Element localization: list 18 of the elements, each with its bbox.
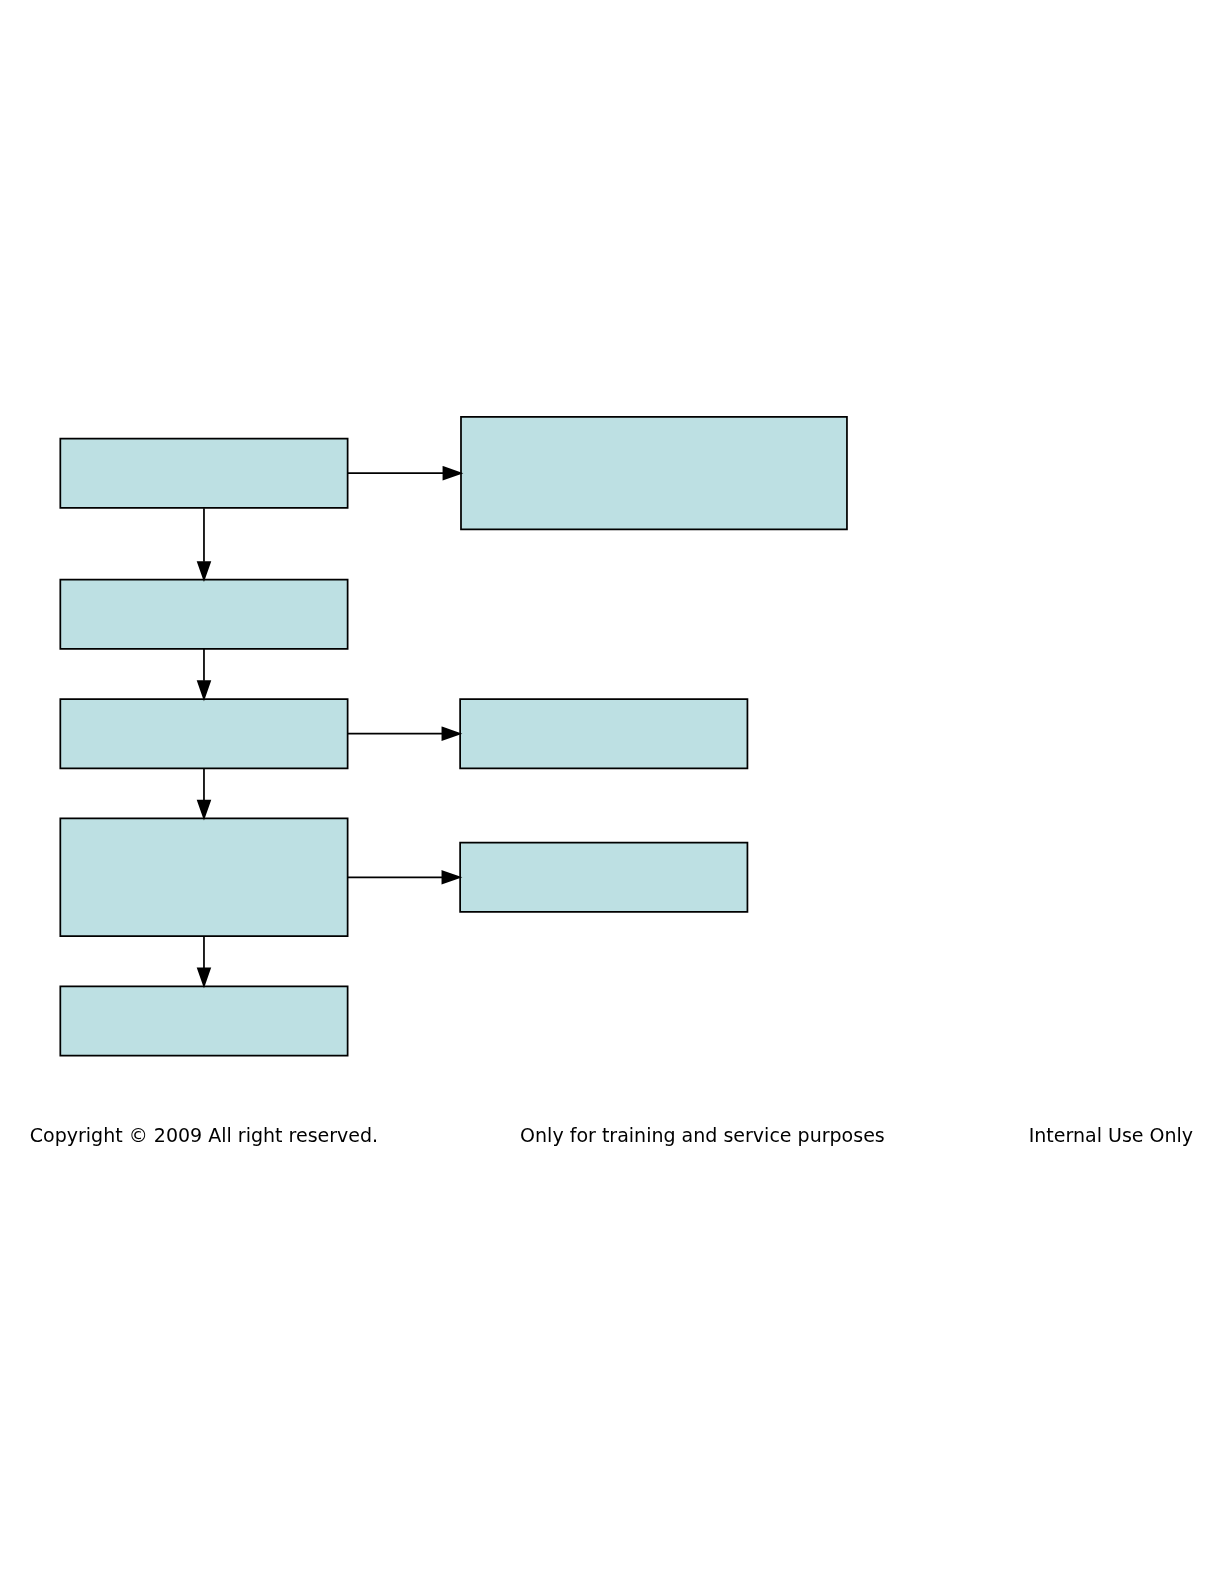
arrow [196,506,212,582]
label: Only for training and service purposes [520,1123,885,1146]
node-box [459,697,749,769]
arrow [346,869,463,885]
node-box [459,841,749,913]
node-box [59,437,349,509]
label: Copyright © 2009 All right reserved. [29,1123,379,1146]
node-box [59,817,349,937]
arrow [196,647,212,701]
node-box [59,578,349,650]
arrow [346,465,464,480]
arrow [346,725,463,741]
node-box [59,697,349,769]
node-box [59,985,349,1056]
arrow [196,935,212,988]
arrow [196,767,212,821]
label: Internal Use Only [1028,1123,1194,1146]
node-box [460,415,848,530]
